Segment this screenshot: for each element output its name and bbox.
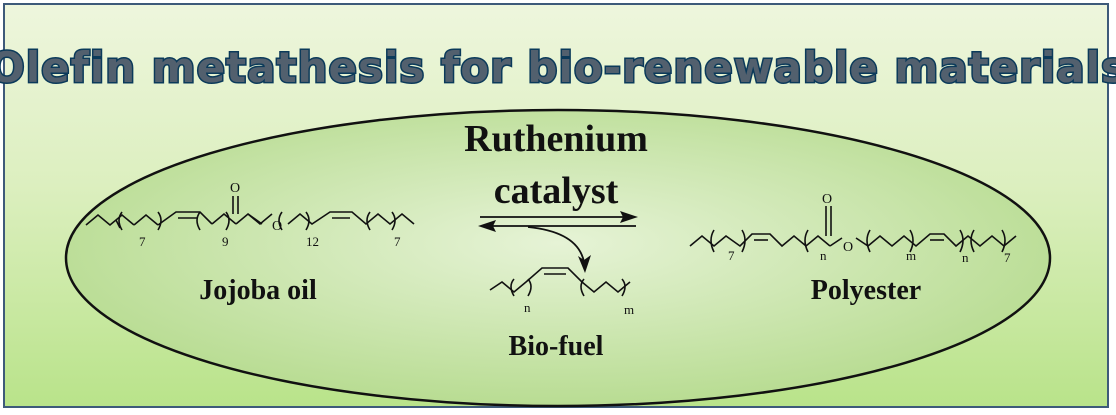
polyester-sub-3: m <box>906 248 916 263</box>
catalyst-line2: catalyst <box>494 170 619 212</box>
jojoba-oil-structure <box>85 196 415 231</box>
byproduct-arrow <box>527 226 591 273</box>
biofuel-label: Bio-fuel <box>509 331 604 362</box>
jojoba-ester-o: O <box>272 219 282 234</box>
biofuel-sub-n: n <box>524 300 531 315</box>
jojoba-oil-label: Jojoba oil <box>199 275 317 306</box>
jojoba-sub-4: 7 <box>394 234 401 249</box>
reverse-arrowhead <box>478 220 496 232</box>
reaction-ellipse <box>64 108 1052 408</box>
polyester-sub-4: n <box>962 250 969 265</box>
curved-arrow <box>527 226 585 263</box>
polyester-carbonyl-o: O <box>822 192 832 207</box>
forward-arrowhead <box>620 211 638 223</box>
polyester-sub-1: 7 <box>728 248 735 263</box>
polyester-ester-o: O <box>843 240 853 255</box>
polyester-sub-5: 7 <box>1004 250 1011 265</box>
jojoba-sub-1: 7 <box>139 234 146 249</box>
diagram-title: Olefin metathesis for bio-renewable mate… <box>0 43 1116 92</box>
catalyst-line1: Ruthenium <box>464 118 648 160</box>
curved-arrowhead <box>578 255 591 273</box>
polyester-sub-2: n <box>820 248 827 263</box>
polyester-structure <box>689 206 1017 253</box>
polyester-label: Polyester <box>811 275 921 306</box>
equilibrium-arrows <box>478 211 638 232</box>
jojoba-sub-2: 9 <box>222 234 229 249</box>
biofuel-sub-m: m <box>624 302 634 317</box>
jojoba-sub-3: 12 <box>306 234 319 249</box>
jojoba-carbonyl-o: O <box>230 181 240 196</box>
biofuel-structure <box>489 267 631 297</box>
